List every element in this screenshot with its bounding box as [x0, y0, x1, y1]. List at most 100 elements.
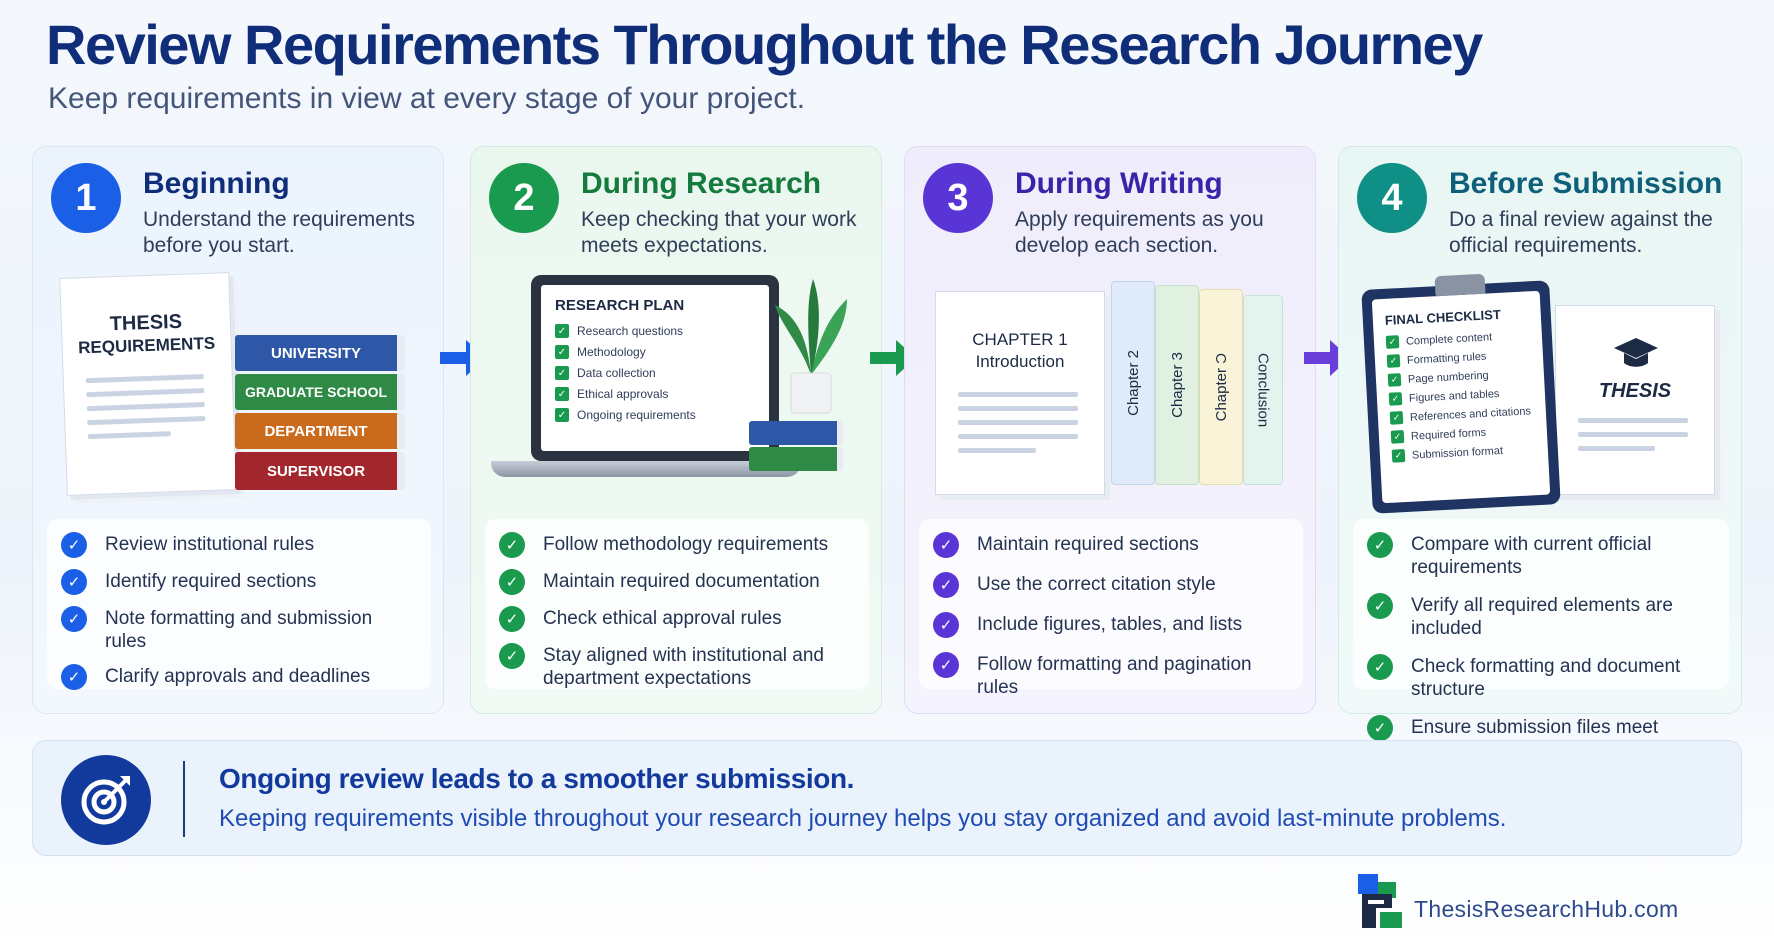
list-item: ✓Identify required sections [61, 569, 417, 595]
stage-card-beginning: 1 Beginning Understand the requirements … [32, 146, 444, 714]
summary-banner: Ongoing review leads to a smoother submi… [32, 740, 1742, 856]
checkbox-icon: ✓ [1390, 430, 1405, 444]
checkbox-icon: ✓ [555, 345, 569, 359]
checkbox-icon: ✓ [555, 408, 569, 422]
plant-icon [775, 279, 847, 414]
chapter-tab: Chapter 3 [1155, 285, 1199, 485]
checkbox-icon: ✓ [555, 324, 569, 338]
step-description: Keep checking that your work meets expec… [581, 208, 857, 257]
checklist: ✓Review institutional rules ✓Identify re… [47, 519, 431, 690]
requirements-document: THESIS REQUIREMENTS [59, 272, 237, 496]
chapter-tab: Chapter 2 [1111, 281, 1155, 485]
check-icon: ✓ [499, 643, 525, 669]
step-description: Do a final review against the official r… [1449, 208, 1713, 257]
book-label: SUPERVISOR [266, 462, 366, 480]
book-university: UNIVERSITY [235, 335, 405, 371]
check-icon: ✓ [61, 606, 87, 632]
check-icon: ✓ [933, 532, 959, 558]
checklist: ✓Follow methodology requirements ✓Mainta… [485, 519, 869, 689]
check-icon: ✓ [61, 664, 87, 690]
laptop-base [491, 461, 801, 477]
document-text-lines [85, 374, 206, 448]
list-item: ✓Compare with current official requireme… [1367, 532, 1715, 579]
requirements-illustration: THESIS REQUIREMENTS UNIVERSITY GRADUATE … [53, 272, 425, 515]
book-label: DEPARTMENT [264, 422, 368, 440]
list-item: ✓Clarify approvals and deadlines [61, 664, 417, 690]
page-subtitle: Keep requirements in view at every stage… [48, 82, 806, 115]
chapter-tab: Conclusion [1243, 295, 1283, 485]
check-icon: ✓ [933, 612, 959, 638]
step-number-badge: 4 [1357, 163, 1427, 233]
check-icon: ✓ [61, 532, 87, 558]
step-number-badge: 3 [923, 163, 993, 233]
list-item: ✓Use the correct citation style [933, 572, 1289, 598]
step-number-badge: 2 [489, 163, 559, 233]
graduation-cap-icon [1614, 338, 1658, 367]
chapters-illustration: Conclusion Chapter Ɔ Chapter 3 Chapter 2… [925, 275, 1297, 515]
checkbox-icon: ✓ [1385, 335, 1400, 349]
list-item: ✓Maintain required sections [933, 532, 1289, 558]
checklist: ✓Compare with current official requireme… [1353, 519, 1729, 761]
laptop-screen: RESEARCH PLAN ✓Research questions ✓Metho… [531, 275, 779, 461]
brand-mark-icon [1358, 874, 1402, 928]
screen-title: RESEARCH PLAN [555, 297, 685, 314]
list-item: ✓Include figures, tables, and lists [933, 612, 1289, 638]
check-icon: ✓ [1367, 593, 1393, 619]
check-icon: ✓ [1367, 532, 1393, 558]
page-title: Review Requirements Throughout the Resea… [46, 13, 1483, 76]
step-number-badge: 1 [51, 163, 121, 233]
check-icon: ✓ [1367, 654, 1393, 680]
chapter-document: CHAPTER 1 Introduction [935, 291, 1105, 495]
book-stack: UNIVERSITY GRADUATE SCHOOL DEPARTMENT SU… [235, 335, 405, 490]
check-icon: ✓ [1367, 715, 1393, 741]
checkbox-icon: ✓ [1387, 373, 1402, 387]
banner-headline: Ongoing review leads to a smoother submi… [219, 763, 855, 794]
check-icon: ✓ [933, 572, 959, 598]
stage-card-before-submission: 4 Before Submission Do a final review ag… [1338, 146, 1742, 761]
check-icon: ✓ [61, 569, 87, 595]
check-icon: ✓ [933, 652, 959, 678]
checklist-title: FINAL CHECKLIST [1384, 306, 1502, 328]
step-title: During Research [581, 167, 822, 200]
check-icon: ✓ [499, 532, 525, 558]
target-icon [61, 755, 151, 845]
list-item: ✓Check ethical approval rules [499, 606, 855, 632]
checkbox-icon: ✓ [1391, 449, 1406, 463]
brand-logo: ThesisResearchHub.com [1356, 872, 1696, 932]
list-item: ✓Check formatting and document structure [1367, 654, 1715, 701]
brand-name: ThesisResearchHub.com [1414, 896, 1679, 922]
list-item: ✓Stay aligned with institutional and dep… [499, 643, 855, 690]
checkbox-icon: ✓ [1386, 354, 1401, 368]
document-text-lines [1578, 418, 1688, 460]
thesis-label: THESIS [1598, 380, 1672, 402]
book-label: UNIVERSITY [270, 344, 361, 362]
book-stack [749, 421, 843, 471]
checkbox-icon: ✓ [555, 387, 569, 401]
book-department: DEPARTMENT [235, 413, 405, 449]
book-label: GRADUATE SCHOOL [244, 384, 388, 400]
book-supervisor: SUPERVISOR [235, 452, 405, 490]
clipboard: FINAL CHECKLIST ✓Complete content ✓Forma… [1361, 280, 1561, 514]
stage-card-during-research: 2 During Research Keep checking that you… [470, 146, 882, 714]
step-title: Beginning [143, 167, 290, 200]
final-checklist: ✓Complete content ✓Formatting rules ✓Pag… [1385, 328, 1536, 463]
check-icon: ✓ [499, 569, 525, 595]
list-item: ✓Note formatting and submission rules [61, 606, 417, 653]
list-item: ✓Follow methodology requirements [499, 532, 855, 558]
document-text-lines [958, 392, 1078, 462]
thesis-document: THESIS [1555, 305, 1715, 495]
list-item: ✓Verify all required elements are includ… [1367, 593, 1715, 640]
step-description: Understand the requirements before you s… [143, 208, 415, 257]
chapter-tab: Chapter Ɔ [1199, 289, 1243, 485]
chapter-subtitle: Introduction [975, 352, 1065, 371]
chapter-title: CHAPTER 1 [972, 330, 1068, 349]
list-item: ✓Review institutional rules [61, 532, 417, 558]
list-item: ✓Maintain required documentation [499, 569, 855, 595]
step-description: Apply requirements as you develop each s… [1015, 208, 1264, 257]
laptop-illustration: RESEARCH PLAN ✓Research questions ✓Metho… [491, 275, 863, 515]
checklist-illustration: THESIS FINAL CHECKLIST ✓Complete content… [1359, 273, 1731, 515]
step-title: During Writing [1015, 167, 1223, 200]
check-icon: ✓ [499, 606, 525, 632]
checkbox-icon: ✓ [555, 366, 569, 380]
stage-card-during-writing: 3 During Writing Apply requirements as y… [904, 146, 1316, 714]
